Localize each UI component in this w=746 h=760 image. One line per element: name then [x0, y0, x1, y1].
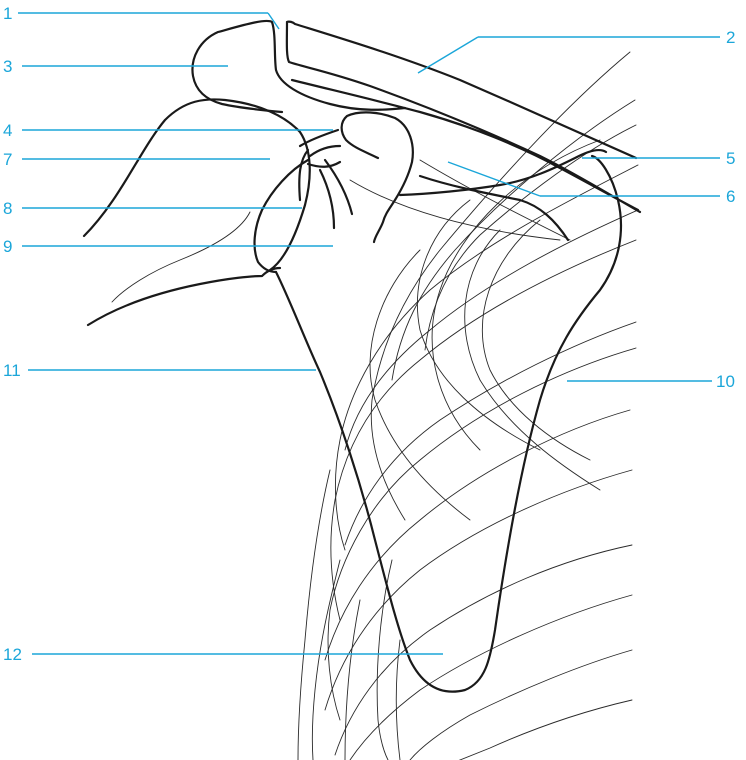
rib-line [425, 125, 636, 350]
rib-line [350, 180, 560, 240]
rib-line [410, 650, 632, 760]
label-2: 2 [726, 28, 735, 47]
leader-2-tip [418, 37, 478, 73]
label-9: 9 [3, 237, 12, 256]
rib-line [345, 600, 360, 760]
rib-line [465, 230, 600, 490]
rib-line [325, 470, 632, 710]
rib-line [482, 220, 590, 460]
label-8: 8 [3, 199, 12, 218]
label-7: 7 [3, 150, 12, 169]
label-3: 3 [3, 57, 12, 76]
label-11: 11 [3, 361, 21, 380]
scapular-spine-outline [400, 150, 606, 240]
callout-labels: 1 2 3 4 5 6 7 8 9 10 11 12 [3, 4, 735, 664]
rib-line [350, 595, 632, 760]
rib-line [312, 560, 340, 760]
rib-line [371, 52, 630, 520]
label-10: 10 [716, 372, 735, 391]
label-6: 6 [726, 187, 735, 206]
label-5: 5 [726, 149, 735, 168]
rib-line [377, 560, 392, 760]
rib-line [298, 470, 330, 760]
humerus-outline [88, 268, 280, 325]
coracoid-outline [342, 112, 413, 242]
rib-line [345, 322, 636, 545]
rib-line [335, 165, 638, 550]
rib-line [370, 250, 470, 520]
label-1: 1 [3, 4, 12, 23]
bone-outlines [84, 21, 640, 692]
label-4: 4 [3, 121, 12, 140]
label-12: 12 [3, 645, 22, 664]
rib-line [335, 545, 632, 755]
rib-line [396, 640, 400, 760]
